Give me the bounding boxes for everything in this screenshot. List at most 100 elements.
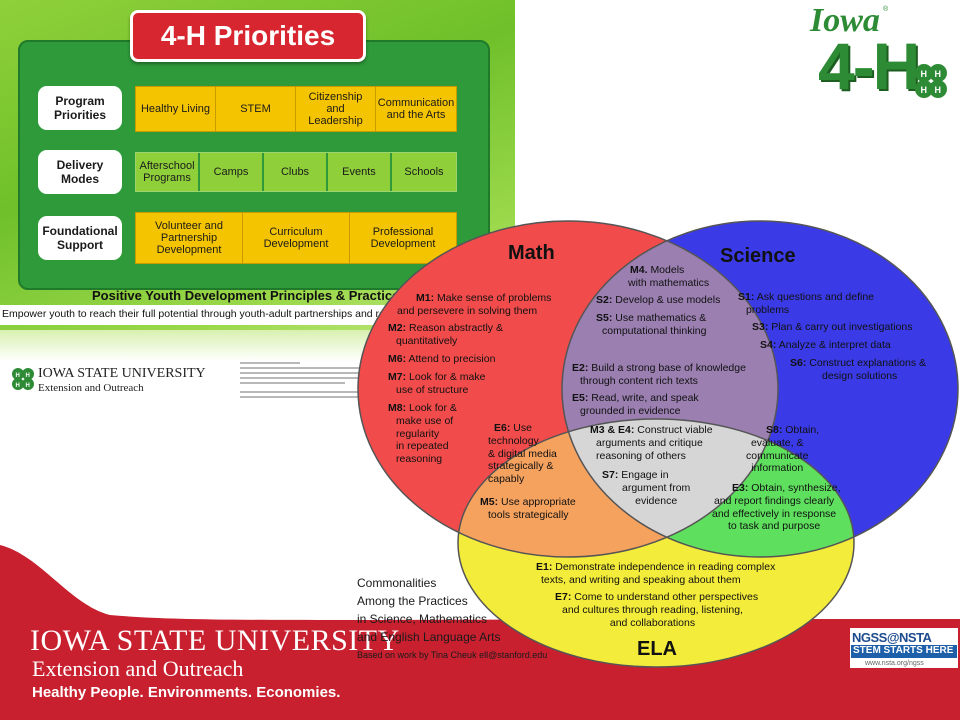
cell-healthy-living: Healthy Living	[136, 87, 216, 131]
venn-item-m8: M8: Look for &	[388, 402, 457, 414]
svg-text:H: H	[935, 69, 942, 79]
commonalities-line-4: and English Language Arts	[357, 630, 501, 644]
poster-title: 4-H Priorities	[130, 10, 366, 62]
label-line: Modes	[60, 172, 99, 186]
logo-registered: ®	[883, 6, 889, 13]
venn-item-e2: E2: Build a strong base of knowledge	[572, 362, 746, 374]
venn-item-s1: S1: Ask questions and define	[738, 291, 875, 303]
venn-item-e5-cont: grounded in evidence	[580, 405, 681, 417]
venn-math-header: Math	[508, 242, 555, 264]
venn-item-s8: S8: Obtain,	[766, 424, 820, 436]
label-line: Priorities	[53, 108, 107, 122]
svg-text:H: H	[921, 85, 928, 95]
commonalities-line-1: Commonalities	[357, 576, 437, 590]
cell-schools: Schools	[392, 153, 456, 191]
svg-text:H: H	[921, 69, 928, 79]
fine-print	[240, 362, 390, 401]
pyd-title: Positive Youth Development Principles & …	[92, 288, 400, 303]
venn-item-m5: M5: Use appropriate	[480, 496, 576, 508]
venn-item-s5: S5: Use mathematics &	[596, 312, 707, 324]
venn-item-s5-cont: computational thinking	[602, 325, 707, 337]
footer-banner	[0, 545, 960, 720]
venn-ela-header: ELA	[637, 638, 677, 660]
logo-iowa: Iowa	[810, 2, 880, 39]
venn-item-m2: M2: Reason abstractly &	[388, 322, 503, 334]
four-h-clover-icon: H H H H	[915, 64, 947, 98]
venn-item-s6-cont: design solutions	[822, 370, 898, 382]
foundational-support-row: Volunteer and Partnership Development Cu…	[135, 212, 457, 264]
isu-small-sub: Extension and Outreach	[38, 382, 144, 394]
pyd-subtitle: Empower youth to reach their full potent…	[2, 308, 396, 320]
venn-item-m1-cont: and persevere in solving them	[397, 305, 538, 317]
venn-item-m4: M4. Models	[630, 264, 685, 276]
venn-item-s2: S2: Develop & use models	[596, 294, 721, 306]
stem-bar	[851, 645, 957, 658]
label-program-priorities: Program Priorities	[38, 86, 122, 130]
venn-item-e5: E5: Read, write, and speak	[572, 392, 699, 404]
delivery-modes-row: Afterschool Programs Camps Clubs Events …	[135, 152, 457, 192]
isu-small-name: IOWA STATE UNIVERSITY	[38, 366, 206, 381]
stem-starts-here: STEM STARTS HERE	[853, 645, 954, 656]
venn-item-s6: S6: Construct explanations &	[790, 357, 926, 369]
cell-camps: Camps	[200, 153, 264, 191]
cell-afterschool: Afterschool Programs	[136, 153, 200, 191]
venn-item-s7: S7: Engage in	[602, 469, 669, 481]
cell-curriculum: Curriculum Development	[243, 213, 350, 263]
venn-item-m2-cont: quantitatively	[396, 335, 458, 347]
commonalities-line-2: Among the Practices	[357, 594, 468, 608]
logo-4h: 4-H	[818, 29, 920, 103]
venn-item-e7-cont: and cultures through reading, listening,…	[562, 604, 743, 629]
program-priorities-row: Healthy Living STEM Citizenship and Lead…	[135, 86, 457, 132]
label-line: Program	[55, 94, 105, 108]
cell-citizenship: Citizenship and Leadership	[296, 87, 376, 131]
label-line: Support	[56, 238, 103, 252]
label-foundational-support: Foundational Support	[38, 216, 122, 260]
venn-item-e6-cont: technology & digital media strategically…	[488, 435, 557, 485]
cell-professional: Professional Development	[370, 226, 436, 250]
based-on-credit: Based on work by Tina Cheuk ell@stanford…	[357, 650, 548, 660]
cell-communication: Communication and the Arts	[377, 97, 455, 121]
ngss-logo: NGSS@NSTA	[852, 630, 932, 645]
venn-item-e3: E3: Obtain, synthesize,	[732, 482, 841, 494]
venn-item-e1-cont: texts, and writing and speaking about th…	[541, 574, 741, 586]
priorities-poster: 4-H Priorities Program Priorities Health…	[0, 0, 515, 420]
venn-item-s4: S4: Analyze & interpret data	[760, 339, 891, 351]
cell-clubs: Clubs	[264, 153, 328, 191]
svg-text:H: H	[935, 85, 942, 95]
venn-item-e2-cont: through content rich texts	[580, 375, 698, 387]
venn-item-s1-cont: problems	[746, 304, 790, 316]
venn-item-m3-e4-cont: arguments and critique reasoning of othe…	[596, 437, 703, 462]
venn-item-m6: M6: Attend to precision	[388, 353, 496, 365]
cell-volunteer: Volunteer and Partnership Development	[136, 213, 243, 263]
venn-item-m4-cont: with mathematics	[628, 277, 710, 289]
venn-item-m8-cont: make use of regularity in repeated reaso…	[396, 415, 454, 465]
ngss-url: www.nsta.org/ngss	[865, 660, 924, 667]
venn-item-m3-e4: M3 & E4: Construct viable	[590, 424, 713, 436]
venn-item-e1: E1: Demonstrate independence in reading …	[536, 561, 776, 573]
isu-name: IOWA STATE UNIVERSITY	[30, 624, 400, 657]
isu-extension: Extension and Outreach	[32, 656, 244, 681]
clover-icon: H H H H	[12, 368, 34, 390]
label-delivery-modes: Delivery Modes	[38, 150, 122, 194]
svg-text:H: H	[16, 383, 20, 389]
label-line: Foundational	[42, 224, 118, 238]
svg-text:H: H	[26, 373, 30, 379]
venn-item-m1: M1: Make sense of problems	[416, 292, 552, 304]
commonalities-line-3: in Science, Mathematics	[357, 612, 488, 626]
cell-events: Events	[328, 153, 392, 191]
venn-item-m5-cont: tools strategically	[488, 509, 569, 521]
venn-item-e3-cont: and report findings clearly and effectiv…	[712, 495, 837, 532]
venn-science-header: Science	[720, 245, 796, 267]
label-line: Delivery	[56, 158, 104, 172]
venn-item-m7-cont: use of structure	[396, 384, 469, 396]
venn-item-s7-cont: argument from evidence	[622, 482, 691, 507]
svg-text:H: H	[16, 373, 20, 379]
svg-text:H: H	[26, 383, 30, 389]
venn-item-m7: M7: Look for & make	[388, 371, 486, 383]
venn-item-e7: E7: Come to understand other perspective…	[555, 591, 759, 603]
venn-item-e6: E6: Use	[494, 422, 532, 434]
venn-item-s8-cont: evaluate, & communicate information	[746, 437, 809, 474]
cell-stem: STEM	[216, 87, 296, 131]
tagline: Healthy People. Environments. Economies.	[32, 684, 341, 701]
